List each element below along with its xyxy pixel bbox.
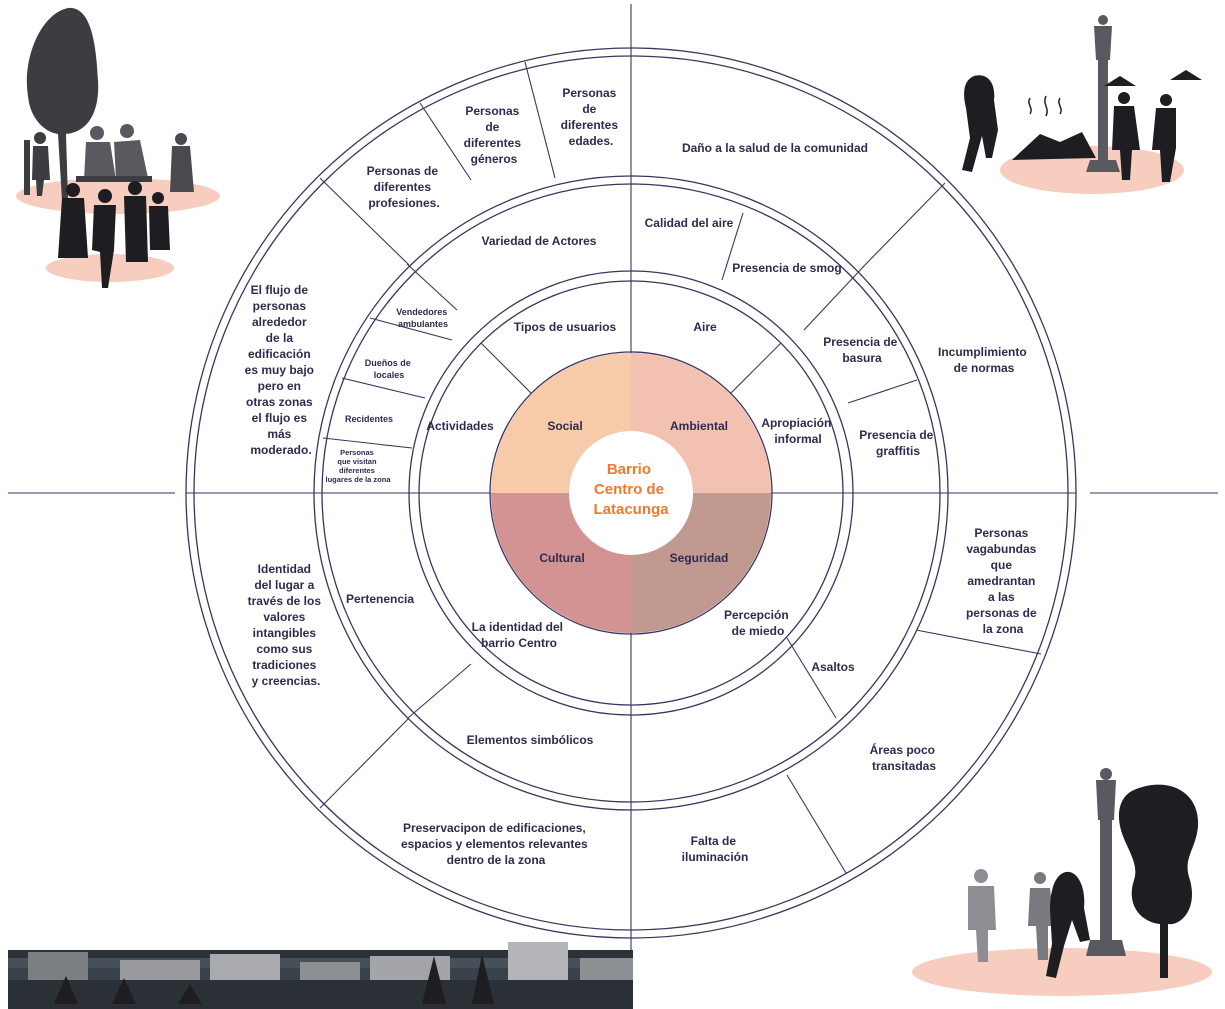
illustration-social-people (16, 7, 220, 288)
illustration-security-scene (912, 768, 1212, 996)
label-edades: Personas de diferentes edades. (561, 86, 622, 148)
label-percepcion: Percepción de miedo (724, 608, 792, 638)
label-smog: Presencia de smog (732, 261, 841, 275)
center-title: Barrio Centro de Latacunga (593, 461, 669, 518)
ring-dividers (319, 61, 1042, 874)
label-tipos-usuarios: Tipos de usuarios (514, 320, 617, 334)
illustration-environment-scene (962, 15, 1202, 194)
label-profesiones: Personas de diferentes profesiones. (367, 164, 442, 210)
label-preservacion: Preservacipon de edificaciones, espacios… (401, 821, 591, 867)
label-pertenencia: Pertenencia (346, 592, 414, 606)
label-calidad-aire: Calidad del aire (645, 216, 734, 230)
illustration-city-skyline (8, 942, 633, 1009)
label-identidad-barrio: La identidad del barrio Centro (472, 620, 567, 650)
label-vagabundas: Personas vagabundas que amedrantan a las… (966, 526, 1040, 636)
label-dano-salud: Daño a la salud de la comunidad (682, 141, 868, 155)
quadrant-label-cultural: Cultural (539, 551, 584, 565)
center-quadrants (491, 353, 771, 633)
label-flujo: El flujo de personas alrededor de la edi… (245, 283, 318, 457)
label-recidentes: Recidentes (345, 414, 393, 424)
label-generos: Personas de diferentes géneros (464, 104, 525, 166)
label-elementos-simbolicos: Elementos simbólicos (467, 733, 594, 747)
label-personas-visitan: Personas que visitan diferentes lugares … (325, 448, 391, 484)
quadrant-label-social: Social (547, 419, 582, 433)
quadrant-label-seguridad: Seguridad (670, 551, 729, 565)
label-incumplimiento: Incumplimiento de normas (938, 345, 1030, 375)
quadrant-label-ambiental: Ambiental (670, 419, 728, 433)
label-graffitis: Presencia de graffitis (859, 428, 936, 458)
main-dividers (186, 48, 1076, 938)
label-falta-iluminacion: Falta de iluminación (682, 834, 749, 864)
label-actividades: Actividades (426, 419, 494, 433)
label-areas-poco: Áreas poco transitadas (870, 742, 939, 773)
label-basura: Presencia de basura (823, 335, 900, 365)
label-duenos: Dueños de locales (365, 358, 414, 380)
label-aire: Aire (693, 320, 717, 334)
label-asaltos: Asaltos (811, 660, 855, 674)
label-apropiacion: Apropiación informal (761, 416, 834, 446)
label-vendedores: Vendedores ambulantes (396, 307, 450, 329)
label-identidad-lugar: Identidad del lugar a través de los valo… (248, 562, 325, 688)
label-variedad-actores: Variedad de Actores (482, 234, 597, 248)
